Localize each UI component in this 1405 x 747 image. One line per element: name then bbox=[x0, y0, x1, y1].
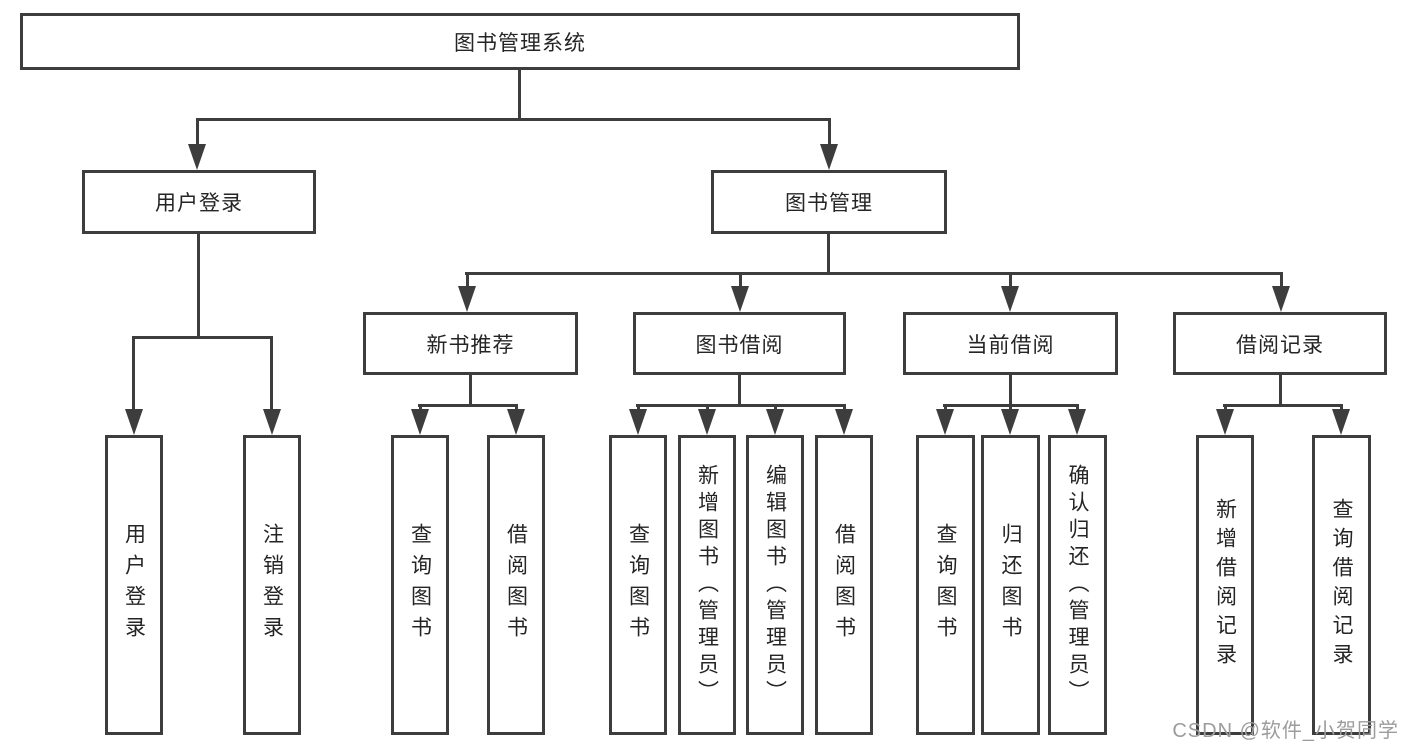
arrowhead-down-icon bbox=[835, 409, 853, 435]
node-new-book-recommendation: 新书推荐 bbox=[363, 312, 578, 375]
connector-line bbox=[843, 404, 846, 413]
leaf-query-borrow-record: 查询借阅记录 bbox=[1312, 435, 1371, 735]
node-label: 新增借阅记录 bbox=[1213, 498, 1237, 672]
connector-line bbox=[944, 404, 947, 413]
node-label: 用户登录 bbox=[155, 192, 243, 215]
connector-line bbox=[1009, 375, 1012, 406]
arrowhead-down-icon bbox=[125, 409, 143, 435]
node-book-management: 图书管理 bbox=[711, 170, 947, 234]
arrowhead-down-icon bbox=[458, 286, 476, 312]
leaf-return-books: 归还图书 bbox=[981, 435, 1040, 735]
leaf-confirm-return-admin: 确认归还（管理员） bbox=[1048, 435, 1107, 735]
connector-line bbox=[1280, 272, 1283, 289]
node-user-login: 用户登录 bbox=[82, 170, 316, 234]
node-borrowing-records: 借阅记录 bbox=[1173, 312, 1387, 375]
leaf-query-books-current: 查询图书 bbox=[916, 435, 975, 735]
arrowhead-down-icon bbox=[1001, 286, 1019, 312]
connector-line bbox=[1009, 272, 1012, 289]
leaf-add-borrow-record: 新增借阅记录 bbox=[1196, 435, 1254, 735]
connector-line bbox=[197, 234, 200, 336]
arrowhead-down-icon bbox=[698, 409, 716, 435]
arrowhead-down-icon bbox=[188, 144, 206, 170]
connector-line bbox=[637, 404, 640, 413]
node-label: 新书推荐 bbox=[426, 333, 515, 357]
connector-line bbox=[738, 375, 741, 406]
arrowhead-down-icon bbox=[820, 144, 838, 170]
arrowhead-down-icon bbox=[1216, 409, 1234, 435]
node-library-management-system: 图书管理系统 bbox=[20, 13, 1020, 70]
node-label: 借阅图书 bbox=[504, 523, 528, 647]
connector-line bbox=[270, 336, 273, 412]
connector-line bbox=[1009, 404, 1012, 413]
node-label: 查询图书 bbox=[934, 523, 957, 647]
connector-line bbox=[1224, 404, 1227, 413]
arrowhead-down-icon bbox=[1068, 409, 1086, 435]
arrowhead-down-icon bbox=[411, 409, 429, 435]
node-label: 图书管理系统 bbox=[454, 31, 586, 55]
connector-line bbox=[132, 336, 135, 412]
leaf-logout: 注销登录 bbox=[243, 435, 301, 735]
node-book-borrowing: 图书借阅 bbox=[633, 312, 846, 375]
connector-line bbox=[1279, 375, 1282, 406]
connector-line bbox=[419, 404, 422, 413]
connector-line bbox=[196, 118, 199, 148]
arrowhead-down-icon bbox=[1332, 409, 1350, 435]
node-label: 图书管理 bbox=[785, 192, 873, 215]
connector-line bbox=[1340, 404, 1343, 413]
node-label: 借阅图书 bbox=[832, 523, 856, 647]
connector-line bbox=[828, 118, 831, 148]
arrowhead-down-icon bbox=[507, 409, 525, 435]
node-label: 用户登录 bbox=[122, 523, 146, 647]
node-label: 当前借阅 bbox=[966, 333, 1055, 357]
node-current-borrowing: 当前借阅 bbox=[903, 312, 1118, 375]
connector-line bbox=[518, 70, 521, 118]
arrowhead-down-icon bbox=[936, 409, 954, 435]
node-label: 归还图书 bbox=[999, 523, 1022, 647]
arrowhead-down-icon bbox=[263, 409, 281, 435]
node-label: 注销登录 bbox=[260, 523, 284, 647]
connector-line bbox=[1076, 404, 1079, 413]
connector-line bbox=[418, 404, 518, 407]
connector-line bbox=[739, 272, 742, 289]
node-label: 借阅记录 bbox=[1236, 333, 1324, 357]
leaf-borrow-books-recommend: 借阅图书 bbox=[487, 435, 545, 735]
connector-line bbox=[466, 272, 469, 289]
connector-line bbox=[132, 336, 273, 339]
connector-line bbox=[1223, 404, 1343, 407]
leaf-borrow-books: 借阅图书 bbox=[815, 435, 873, 735]
leaf-edit-book-admin: 编辑图书（管理员） bbox=[746, 435, 804, 735]
connector-line bbox=[706, 404, 709, 413]
leaf-add-book-admin: 新增图书（管理员） bbox=[678, 435, 736, 735]
watermark-text: CSDN @软件_小贺同学 bbox=[1172, 720, 1399, 742]
node-label: 图书借阅 bbox=[695, 333, 784, 357]
node-label: 新增图书（管理员） bbox=[695, 463, 719, 707]
node-label: 查询图书 bbox=[626, 523, 650, 647]
arrowhead-down-icon bbox=[629, 409, 647, 435]
arrowhead-down-icon bbox=[1272, 286, 1290, 312]
arrowhead-down-icon bbox=[766, 409, 784, 435]
node-label: 确认归还（管理员） bbox=[1066, 463, 1089, 707]
connector-line bbox=[827, 234, 830, 272]
node-label: 查询图书 bbox=[408, 523, 432, 647]
connector-line bbox=[196, 118, 831, 121]
arrowhead-down-icon bbox=[731, 286, 749, 312]
connector-line bbox=[465, 272, 1283, 275]
leaf-query-books-recommend: 查询图书 bbox=[391, 435, 449, 735]
leaf-query-books-borrowing: 查询图书 bbox=[609, 435, 667, 735]
node-label: 查询借阅记录 bbox=[1330, 498, 1353, 672]
arrowhead-down-icon bbox=[1001, 409, 1019, 435]
connector-line bbox=[774, 404, 777, 413]
connector-line bbox=[515, 404, 518, 413]
leaf-user-login: 用户登录 bbox=[105, 435, 163, 735]
connector-line bbox=[636, 404, 846, 407]
node-label: 编辑图书（管理员） bbox=[763, 463, 787, 707]
connector-line bbox=[469, 375, 472, 406]
